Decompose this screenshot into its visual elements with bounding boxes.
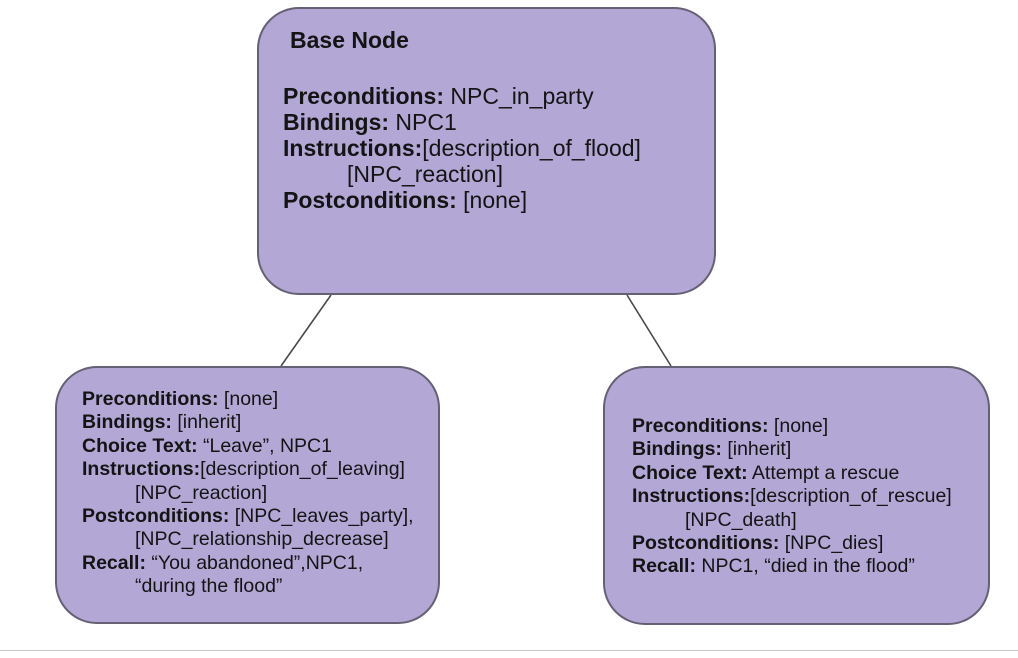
node-leave-line-recall-cont: “during the flood” (135, 575, 283, 598)
node-leave-choice: Preconditions: [none] Bindings: [inherit… (55, 366, 440, 624)
node-base-line-postconditions: Postconditions: [none] (283, 187, 528, 213)
node-leave-line-postconditions-cont: [NPC_relationship_decrease] (135, 528, 389, 551)
node-rescue-choice: Preconditions: [none] Bindings: [inherit… (603, 366, 990, 625)
node-leave-line-postconditions: Postconditions: [NPC_leaves_party], (82, 505, 414, 528)
node-rescue-line-instructions: Instructions:[description_of_rescue] (632, 485, 952, 508)
node-base-line-bindings: Bindings: NPC1 (283, 109, 457, 135)
page-bottom-border (0, 650, 1018, 651)
connector-base-to-rescue (626, 294, 672, 367)
node-base: Base Node Preconditions: NPC_in_party Bi… (257, 7, 716, 295)
node-rescue-line-bindings: Bindings: [inherit] (632, 438, 792, 461)
node-base-title: Base Node (290, 27, 409, 53)
node-leave-line-choice-text: Choice Text: “Leave”, NPC1 (82, 434, 332, 457)
node-leave-line-preconditions: Preconditions: [none] (82, 388, 279, 410)
node-base-line-preconditions: Preconditions: NPC_in_party (283, 83, 594, 109)
connector-base-to-leave (280, 294, 332, 367)
node-rescue-line-postconditions: Postconditions: [NPC_dies] (632, 532, 884, 555)
node-base-line-instructions: Instructions:[description_of_flood] (283, 135, 641, 161)
node-leave-line-instructions: Instructions:[description_of_leaving] (82, 458, 405, 481)
node-rescue-line-preconditions: Preconditions: [none] (632, 415, 829, 437)
node-rescue-line-choice-text: Choice Text: Attempt a rescue (632, 461, 900, 484)
node-leave-line-instructions-cont: [NPC_reaction] (135, 481, 268, 504)
node-leave-line-recall: Recall: “You abandoned”,NPC1, (82, 551, 364, 574)
node-rescue-line-recall: Recall: NPC1, “died in the flood” (632, 555, 915, 578)
node-rescue-line-instructions-cont: [NPC_death] (685, 508, 797, 531)
node-base-line-instructions-cont: [NPC_reaction] (347, 161, 503, 187)
node-leave-line-bindings: Bindings: [inherit] (82, 411, 242, 434)
